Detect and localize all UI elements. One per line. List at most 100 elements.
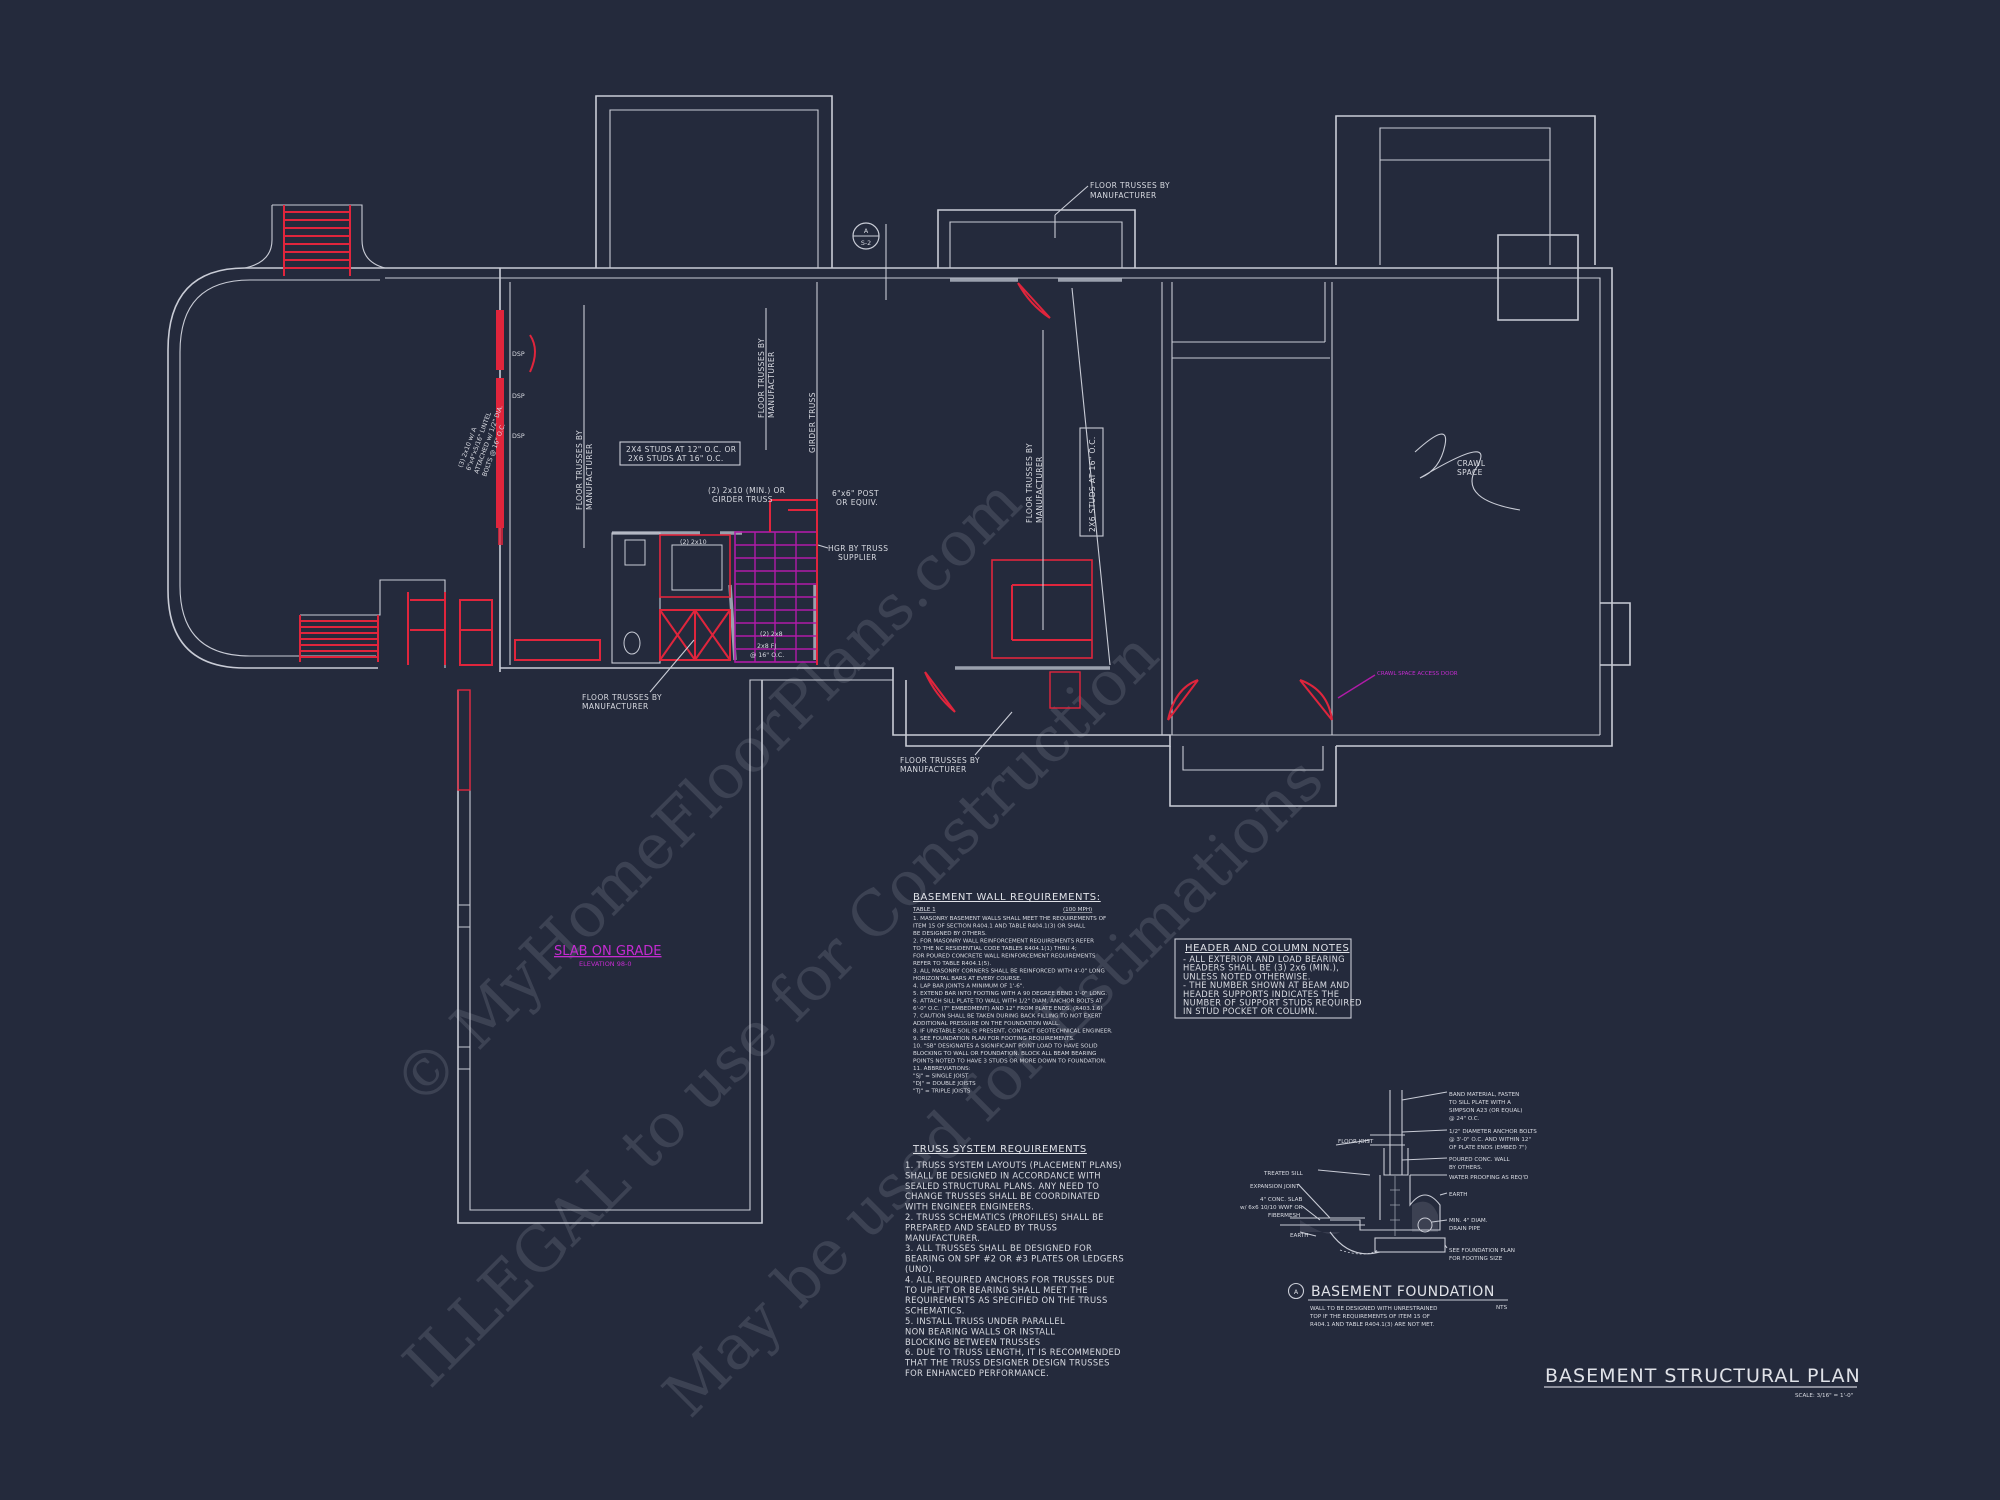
floor-joist-line-1: 2x8 FJ bbox=[757, 643, 776, 650]
floor-trusses-right-line-1: FLOOR TRUSSES BY bbox=[1025, 443, 1034, 523]
truss-system-line: (UNO). bbox=[905, 1264, 935, 1274]
floor-trusses-bottom-left-line-2: MANUFACTURER bbox=[582, 702, 649, 711]
detail-callout-6-line-2: DRAIN PIPE bbox=[1449, 1226, 1481, 1232]
header-notes-line: HEADERS SHALL BE (3) 2x6 (MIN.), bbox=[1183, 963, 1339, 973]
truss-system-line: WITH ENGINEER ENGINEERS. bbox=[905, 1202, 1034, 1212]
detail-note-line-3: R404.1 AND TABLE R404.1(3) ARE NOT MET. bbox=[1310, 1322, 1434, 1328]
drawing-title-block: BASEMENT STRUCTURAL PLAN SCALE: 3/16" = … bbox=[1544, 1365, 1860, 1399]
truss-system-line: BEARING ON SPF #2 OR #3 PLATES OR LEDGER… bbox=[905, 1254, 1124, 1264]
detail-callout-1-line-1: BAND MATERIAL, FASTEN bbox=[1449, 1092, 1519, 1098]
truss-lines bbox=[583, 185, 1111, 666]
basement-wall-line: ITEM 15 OF SECTION R404.1 AND TABLE R404… bbox=[913, 924, 1086, 930]
truss-system-line: FOR ENHANCED PERFORMANCE. bbox=[905, 1368, 1049, 1378]
floor-trusses-bottom-mid-line-1: FLOOR TRUSSES BY bbox=[900, 756, 980, 765]
detail-callout-1-line-2: TO SILL PLATE WITH A bbox=[1448, 1100, 1511, 1106]
studs-note-box bbox=[619, 441, 741, 466]
bottom-left-leader bbox=[649, 639, 695, 693]
detail-callout-5: EARTH bbox=[1449, 1192, 1467, 1198]
detail-note-line-2: TOP IF THE REQUIREMENTS OF ITEM 15 OF bbox=[1309, 1314, 1430, 1320]
truss-system-line: SHALL BE DESIGNED IN ACCORDANCE WITH bbox=[905, 1170, 1101, 1180]
truss-system-line: CHANGE TRUSSES SHALL BE COORDINATED bbox=[905, 1191, 1100, 1201]
door-bottom-mid bbox=[1167, 679, 1199, 721]
truss-system-line: SCHEMATICS. bbox=[905, 1306, 965, 1316]
girder-truss-label: GIRDER TRUSS bbox=[808, 392, 817, 453]
detail-slab-line-1: 4" CONC. SLAB bbox=[1260, 1197, 1302, 1203]
floor-trusses-left-line-1: FLOOR TRUSSES BY bbox=[575, 430, 584, 510]
slab-inner-outline bbox=[469, 668, 894, 1211]
right-side-box bbox=[1600, 602, 1631, 666]
detail-callout-1-line-3: SIMPSON A23 (OR EQUAL) bbox=[1449, 1108, 1522, 1114]
main-wall-top-inner bbox=[385, 277, 1601, 735]
beam-2x8-label: (2) 2x8 bbox=[760, 631, 783, 638]
floor-trusses-top-line-1: FLOOR TRUSSES BY bbox=[1090, 181, 1170, 190]
porch-inner-outline bbox=[179, 279, 380, 657]
basement-wall-line: "DJ" = DOUBLE JOISTS bbox=[913, 1081, 976, 1087]
bathroom bbox=[514, 532, 731, 664]
detail-slab-line-2: w/ 6x6 10/10 WWF OR bbox=[1240, 1205, 1303, 1211]
basement-wall-line: 11. ABBREVIATIONS: bbox=[913, 1066, 971, 1072]
section-marker: A S-2 bbox=[852, 222, 880, 250]
truss-system-line: PREPARED AND SEALED BY TRUSS bbox=[905, 1222, 1057, 1232]
basement-wall-line: ADDITIONAL PRESSURE ON THE FOUNDATION WA… bbox=[913, 1021, 1060, 1027]
bottom-bump-inner bbox=[1182, 746, 1324, 771]
basement-wall-line: 9. SEE FOUNDATION PLAN FOR FOOTING REQUI… bbox=[913, 1036, 1075, 1042]
slab-outline bbox=[457, 680, 763, 1224]
detail-callout-2-line-3: OF PLATE ENDS (EMBED 7") bbox=[1449, 1145, 1527, 1151]
header-notes-line: - THE NUMBER SHOWN AT BEAM AND bbox=[1183, 980, 1350, 990]
door-top bbox=[1017, 282, 1051, 319]
section-marker-letter: A bbox=[864, 228, 869, 235]
basement-wall-line: 3. ALL MASONRY CORNERS SHALL BE REINFORC… bbox=[913, 969, 1105, 975]
basement-wall-line: 5. EXTEND BAR INTO FOOTING WITH A 90 DEG… bbox=[913, 991, 1107, 997]
truss-system-notes: TRUSS SYSTEM REQUIREMENTS 1. TRUSS SYSTE… bbox=[904, 1144, 1124, 1378]
bump-3-outer bbox=[1335, 115, 1596, 265]
detail-callout-7-line-2: FOR FOOTING SIZE bbox=[1449, 1256, 1503, 1262]
bump-1-inner bbox=[609, 109, 819, 268]
detail-note-line-1: WALL TO BE DESIGNED WITH UNRESTRAINED bbox=[1310, 1306, 1437, 1312]
detail-marker-letter: A bbox=[1294, 1289, 1299, 1296]
truss-system-line: NON BEARING WALLS OR INSTALL bbox=[905, 1326, 1055, 1336]
girder-2x10-line-2: GIRDER TRUSS bbox=[712, 495, 773, 504]
truss-system-line: 1. TRUSS SYSTEM LAYOUTS (PLACEMENT PLANS… bbox=[905, 1160, 1122, 1170]
floor-joist-line-2: @ 16" O.C. bbox=[750, 651, 784, 659]
floor-trusses-mid-line-2: MANUFACTURER bbox=[767, 351, 776, 418]
basement-wall-line: BLOCKING TO WALL OR FOUNDATION. BLOCK AL… bbox=[913, 1051, 1097, 1057]
basement-wall-table: TABLE 1 bbox=[912, 907, 936, 913]
basement-wall-line: 7. CAUTION SHALL BE TAKEN DURING BACK FI… bbox=[913, 1014, 1102, 1020]
truss-system-line: 3. ALL TRUSSES SHALL BE DESIGNED FOR bbox=[905, 1243, 1092, 1253]
header-notes-line: NUMBER OF SUPPORT STUDS REQUIRED bbox=[1183, 998, 1362, 1008]
top-stair-wall bbox=[272, 204, 386, 269]
floor-trusses-left-line-2: MANUFACTURER bbox=[585, 443, 594, 510]
detail-callout-7-line-1: SEE FOUNDATION PLAN bbox=[1449, 1248, 1515, 1254]
basement-wall-line: 6'-0" O.C. (7" EMBEDMENT) AND 12" FROM P… bbox=[913, 1006, 1103, 1012]
section-marker-sheet: S-2 bbox=[861, 240, 871, 247]
basement-wall-line: 10. "SB" DESIGNATES A SIGNIFICANT POINT … bbox=[913, 1044, 1098, 1050]
truss-system-line: 5. INSTALL TRUSS UNDER PARALLEL bbox=[905, 1316, 1065, 1326]
truss-system-line: 2. TRUSS SCHEMATICS (PROFILES) SHALL BE bbox=[905, 1212, 1104, 1222]
slab-elevation-label: ELEVATION 98-0 bbox=[579, 960, 632, 968]
basement-wall-line: TO THE NC RESIDENTIAL CODE TABLES R404.1… bbox=[912, 946, 1077, 952]
interior-room-small bbox=[1172, 282, 1326, 343]
header-notes-heading: HEADER AND COLUMN NOTES bbox=[1185, 943, 1349, 954]
beam-2x10-label: (2) 2x10 bbox=[680, 539, 707, 546]
crawl-space-line-2: SPACE bbox=[1457, 468, 1483, 477]
bottom-mid-leader bbox=[974, 711, 1013, 756]
truss-system-line: 6. DUE TO TRUSS LENGTH, IT IS RECOMMENDE… bbox=[905, 1347, 1121, 1357]
dsp-label-1: DSP bbox=[512, 351, 525, 358]
detail-title: BASEMENT FOUNDATION bbox=[1311, 1284, 1495, 1300]
floor-trusses-right-line-2: MANUFACTURER bbox=[1035, 456, 1044, 523]
main-wall-top-right bbox=[385, 267, 1613, 747]
basement-wall-line: "TJ" = TRIPLE JOISTS bbox=[913, 1089, 971, 1095]
header-notes-line: - ALL EXTERIOR AND LOAD BEARING bbox=[1183, 954, 1345, 964]
basement-wall-line: "SJ" = SINGLE JOIST bbox=[913, 1074, 969, 1080]
porch-outline bbox=[167, 267, 385, 669]
foundation-section-drawing bbox=[1280, 1090, 1448, 1255]
door-left bbox=[529, 334, 536, 373]
detail-marker-circle bbox=[1287, 1282, 1305, 1300]
basement-wall-line: HORIZONTAL BARS AT EVERY COURSE. bbox=[913, 976, 1022, 982]
crawl-space-symbol bbox=[1414, 433, 1521, 511]
floor-trusses-top-line-2: MANUFACTURER bbox=[1090, 191, 1157, 200]
floor-trusses-bottom-left-line-1: FLOOR TRUSSES BY bbox=[582, 693, 662, 702]
basement-wall-line: BE DESIGNED BY OTHERS. bbox=[913, 931, 987, 937]
